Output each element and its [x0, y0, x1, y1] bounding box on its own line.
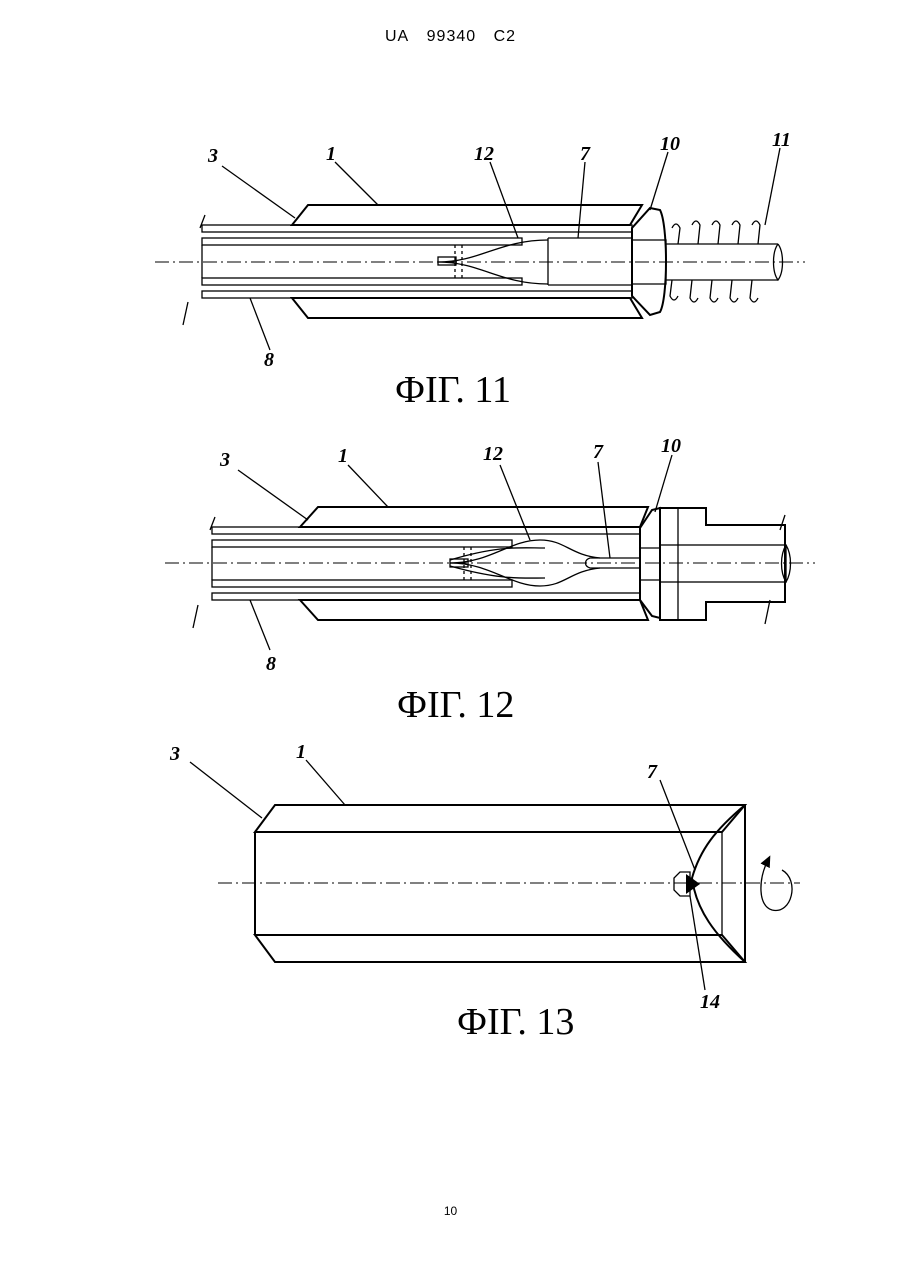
fig11-label-11: 11	[772, 129, 791, 151]
fig11-break-bottom	[183, 302, 188, 325]
fig12-break-bottom	[193, 605, 198, 628]
figure-11: 3 1 12 7 10 11 8 ФІГ. 11	[155, 129, 805, 411]
fig12-label-3: 3	[219, 449, 230, 471]
fig13-weld	[674, 872, 700, 896]
fig13-rotation-arrow	[761, 860, 792, 910]
fig13-leaders	[190, 760, 705, 990]
fig12-label-12: 12	[483, 443, 503, 465]
fig11-leaders	[222, 148, 780, 350]
fig11-label-7: 7	[580, 143, 591, 165]
fig12-caption: ФІГ. 12	[397, 684, 514, 726]
fig13-label-7: 7	[647, 761, 658, 783]
fig12-holder	[660, 508, 791, 620]
fig11-label-8: 8	[264, 349, 274, 371]
figure-12: 3 1 12 7 10 8 ФІГ. 12	[165, 435, 815, 726]
fig13-label-1: 1	[296, 741, 306, 763]
fig12-label-7: 7	[593, 441, 604, 463]
fig12-label-1: 1	[338, 445, 348, 467]
fig12-label-8: 8	[266, 653, 276, 675]
fig11-label-3: 3	[207, 145, 218, 167]
fig11-label-10: 10	[660, 133, 680, 155]
fig13-caption: ФІГ. 13	[457, 1001, 574, 1043]
fig11-caption: ФІГ. 11	[395, 369, 511, 411]
page-number: 10	[0, 1204, 901, 1218]
fig12-label-10: 10	[661, 435, 681, 457]
fig13-label-3: 3	[169, 743, 180, 765]
fig12-break-right-bottom	[765, 600, 770, 624]
fig11-label-1: 1	[326, 143, 336, 165]
figure-13: 3 1 7 14 ФІГ. 13	[169, 741, 800, 1043]
fig11-label-12: 12	[474, 143, 494, 165]
fig13-label-14: 14	[700, 991, 720, 1013]
